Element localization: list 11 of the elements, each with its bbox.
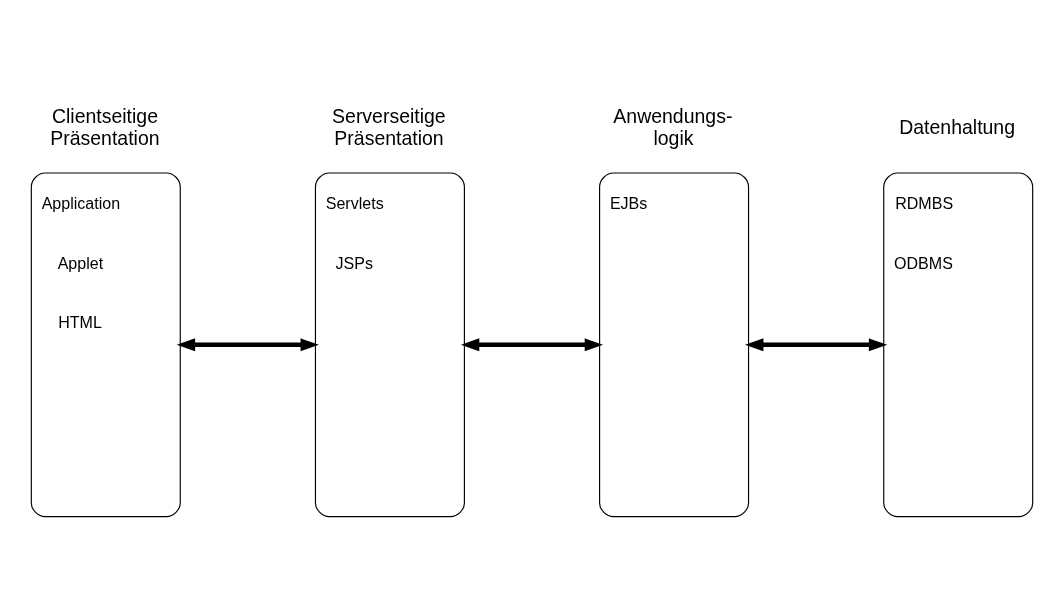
node-label: Anwendungs- logik [613,104,733,149]
arrow [460,337,604,351]
arrow [745,337,888,351]
node-label: Datenhaltung [899,115,1016,138]
node-label: Serverseitige Präsentation [332,104,446,149]
node-box: EJBs [599,171,750,517]
node-box: Application Applet HTML [30,171,181,517]
node-label: Clientseitige Präsentation [50,104,160,149]
arrow [176,337,319,351]
node-box: Servlets JSPs [314,171,465,517]
node-box: RDMBS ODBMS [883,171,1034,517]
